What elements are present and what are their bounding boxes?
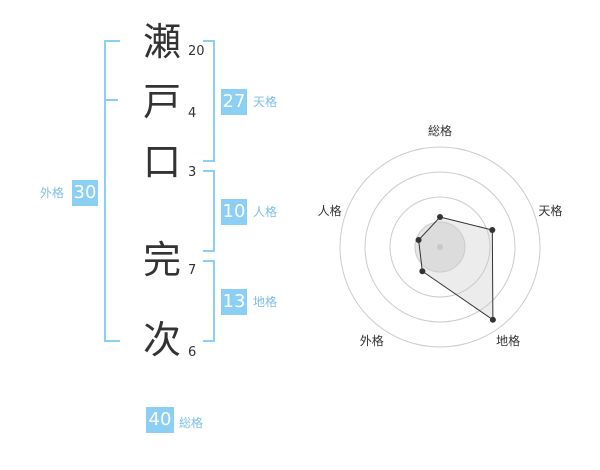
soukaku-badge: 40 xyxy=(146,407,174,433)
radar-ring xyxy=(364,171,516,323)
radar-point xyxy=(415,237,422,244)
tenkaku-bracket xyxy=(203,40,215,162)
radar-axis-label: 外格 xyxy=(360,333,384,348)
jinkaku-label: 人格 xyxy=(253,205,278,219)
name-char-2: 戸 xyxy=(142,80,181,124)
stroke-count-4: 7 xyxy=(188,263,197,278)
stroke-count-2: 4 xyxy=(188,106,197,121)
soukaku-label: 総格 xyxy=(179,416,204,430)
radar-axis-label: 総格 xyxy=(428,123,452,138)
radar-ring xyxy=(389,196,491,298)
radar-axis-label: 人格 xyxy=(318,203,342,218)
radar-point xyxy=(419,268,426,275)
chikaku-bracket xyxy=(203,260,215,342)
radar-ring xyxy=(339,146,541,348)
radar-point xyxy=(489,316,496,323)
chikaku-badge: 13 xyxy=(221,289,247,315)
radar-point xyxy=(437,214,443,220)
gaikaku-bracket xyxy=(104,40,120,342)
stroke-count-5: 6 xyxy=(188,345,197,360)
radar-axis-label: 天格 xyxy=(538,203,562,218)
radar-point xyxy=(489,227,496,234)
name-char-1: 瀬 xyxy=(142,20,181,64)
name-char-5: 次 xyxy=(142,318,181,362)
radar-polygon xyxy=(418,216,494,321)
chikaku-label: 地格 xyxy=(253,295,278,309)
gaikaku-badge: 30 xyxy=(72,180,98,206)
stroke-count-3: 3 xyxy=(188,165,197,180)
bracket-tick xyxy=(104,99,118,101)
gaikaku-label: 外格 xyxy=(40,186,65,200)
jinkaku-bracket xyxy=(203,170,215,252)
stroke-count-1: 20 xyxy=(188,44,205,59)
radar-center xyxy=(437,244,443,250)
jinkaku-badge: 10 xyxy=(221,199,247,225)
tenkaku-label: 天格 xyxy=(253,95,278,109)
name-char-3: 口 xyxy=(142,140,181,184)
tenkaku-badge: 27 xyxy=(221,89,247,115)
name-char-4: 完 xyxy=(142,238,181,282)
radar-axis-label: 地格 xyxy=(496,333,520,348)
